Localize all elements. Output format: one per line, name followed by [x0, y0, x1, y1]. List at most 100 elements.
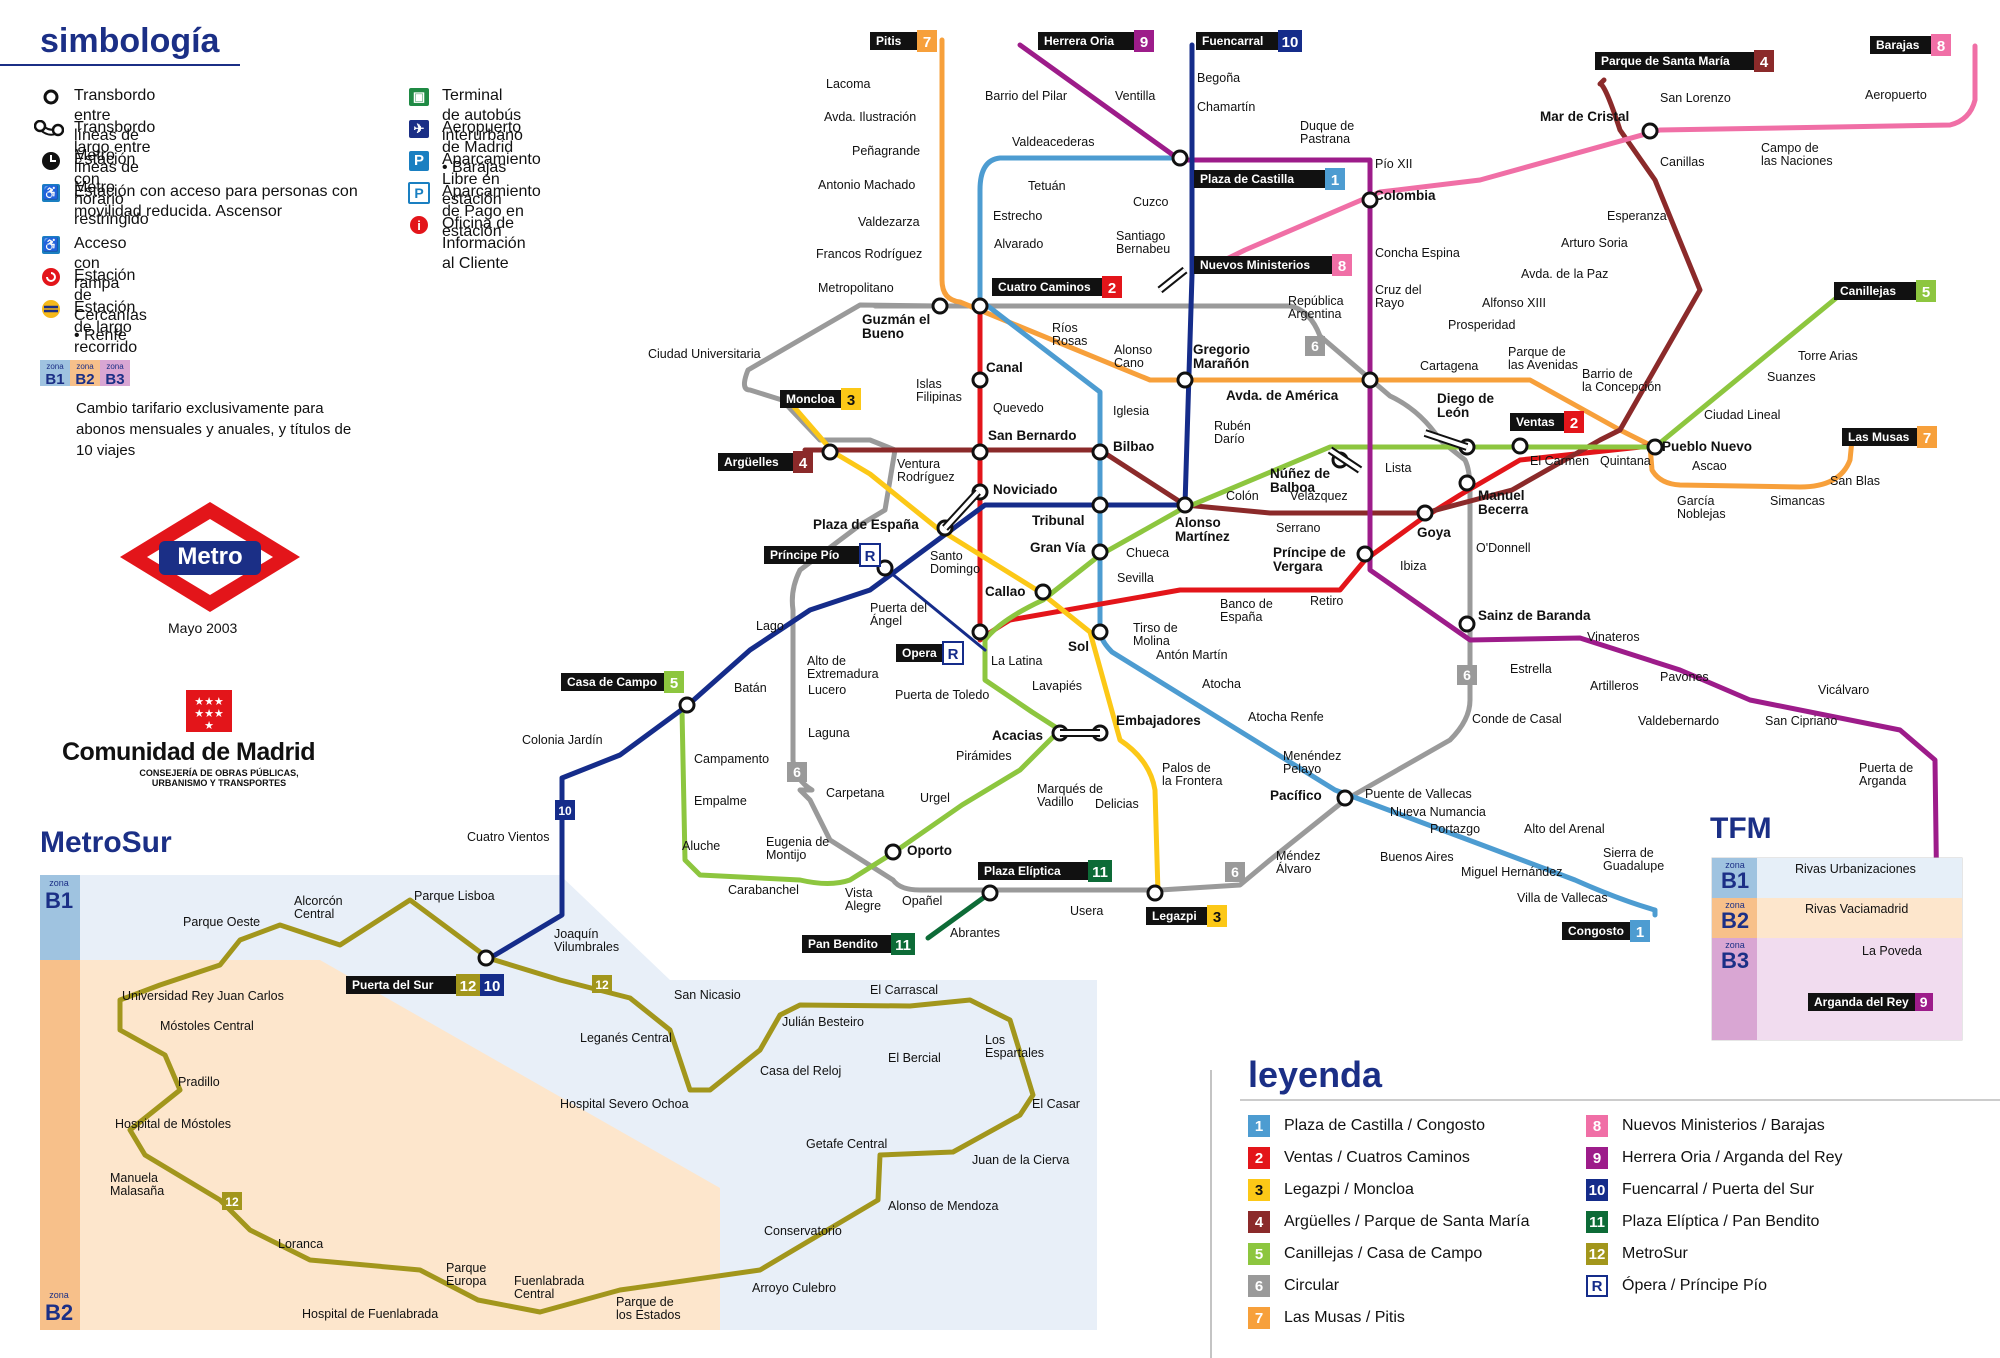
station-label[interactable]: Aluche: [682, 839, 720, 853]
station-label[interactable]: Francos Rodríguez: [816, 247, 922, 261]
metrosur-station-label[interactable]: Hospital Severo Ochoa: [560, 1097, 689, 1111]
station-label[interactable]: Iglesia: [1113, 404, 1149, 418]
station-label[interactable]: Quevedo: [993, 401, 1044, 415]
station-label[interactable]: Delicias: [1095, 797, 1139, 811]
station-label[interactable]: Arturo Soria: [1561, 236, 1628, 250]
station-sol[interactable]: [1091, 623, 1109, 641]
station-legazpi[interactable]: [1146, 884, 1164, 902]
station-label[interactable]: Aeropuerto: [1865, 88, 1927, 102]
station-principe-pio[interactable]: [876, 559, 894, 577]
station-puerta-del-sur[interactable]: [477, 949, 495, 967]
station-label[interactable]: Antonio Machado: [818, 178, 915, 192]
station-label[interactable]: Torre Arias: [1798, 349, 1858, 363]
station-label[interactable]: Quintana: [1600, 454, 1651, 468]
station-san-bernardo[interactable]: [971, 443, 989, 461]
station-label[interactable]: Colonia Jardín: [522, 733, 603, 747]
station-label[interactable]: Carabanchel: [728, 883, 799, 897]
metrosur-station-label[interactable]: Casa del Reloj: [760, 1064, 841, 1078]
station-label[interactable]: San Lorenzo: [1660, 91, 1731, 105]
station-label[interactable]: Pacífico: [1270, 788, 1322, 803]
station-label[interactable]: Goya: [1417, 525, 1451, 540]
metrosur-station-label[interactable]: Móstoles Central: [160, 1019, 254, 1033]
metrosur-station-label[interactable]: Juan de la Cierva: [972, 1153, 1069, 1167]
station-label[interactable]: Abrantes: [950, 926, 1000, 940]
station-label[interactable]: La Latina: [991, 654, 1042, 668]
station-manuel-becerra[interactable]: [1458, 474, 1476, 492]
station-label[interactable]: Lucero: [808, 683, 846, 697]
station-label[interactable]: Metropolitano: [818, 281, 894, 295]
station-canal[interactable]: [971, 371, 989, 389]
station-alonso-martinez[interactable]: [1176, 496, 1194, 514]
metrosur-station-label[interactable]: Loranca: [278, 1237, 323, 1251]
station-label[interactable]: Sevilla: [1117, 571, 1154, 585]
station-label[interactable]: Buenos Aires: [1380, 850, 1454, 864]
station-label[interactable]: Mar de Cristal: [1540, 109, 1629, 124]
station-label[interactable]: Vicálvaro: [1818, 683, 1869, 697]
station-label[interactable]: Acacias: [992, 728, 1043, 743]
station-label[interactable]: Laguna: [808, 726, 850, 740]
station-label[interactable]: Valdebernardo: [1638, 714, 1719, 728]
metrosur-station-label[interactable]: Hospital de Móstoles: [115, 1117, 231, 1131]
station-label[interactable]: Tribunal: [1032, 513, 1085, 528]
station-label[interactable]: Retiro: [1310, 594, 1343, 608]
station-label[interactable]: Artilleros: [1590, 679, 1639, 693]
station-label[interactable]: Colón: [1226, 489, 1259, 503]
station-label[interactable]: Ibiza: [1400, 559, 1426, 573]
metrosur-station-label[interactable]: Leganés Central: [580, 1031, 672, 1045]
station-label[interactable]: Batán: [734, 681, 767, 695]
station-arguelles[interactable]: [821, 443, 839, 461]
station-label[interactable]: Lago: [756, 619, 784, 633]
station-colombia[interactable]: [1361, 191, 1379, 209]
metrosur-station-label[interactable]: Parque Oeste: [183, 915, 260, 929]
station-label[interactable]: Cartagena: [1420, 359, 1478, 373]
station-label[interactable]: Valdezarza: [858, 215, 920, 229]
station-label[interactable]: Sol: [1068, 639, 1089, 654]
station-label[interactable]: Cuatro Vientos: [467, 830, 549, 844]
station-label[interactable]: Ascao: [1692, 459, 1727, 473]
metrosur-station-label[interactable]: Arroyo Culebro: [752, 1281, 836, 1295]
metrosur-station-label[interactable]: Pradillo: [178, 1075, 220, 1089]
station-label[interactable]: Peñagrande: [852, 144, 920, 158]
station-label[interactable]: Portazgo: [1430, 822, 1480, 836]
station-plaza-de-castilla[interactable]: [1171, 149, 1189, 167]
station-label[interactable]: El Carmen: [1530, 454, 1589, 468]
station-cuatro-caminos[interactable]: [971, 297, 989, 315]
metrosur-station-label[interactable]: Conservatorio: [764, 1224, 842, 1238]
station-label[interactable]: Plaza de España: [813, 517, 919, 532]
station-pacifico[interactable]: [1336, 789, 1354, 807]
metrosur-station-label[interactable]: El Carrascal: [870, 983, 938, 997]
station-opera[interactable]: [971, 623, 989, 641]
station-principe-de-vergara[interactable]: [1356, 545, 1374, 563]
station-label[interactable]: Atocha: [1202, 677, 1241, 691]
station-label[interactable]: Antón Martín: [1156, 648, 1228, 662]
station-label[interactable]: Lacoma: [826, 77, 871, 91]
station-label[interactable]: Miguel Hernández: [1461, 865, 1562, 879]
station-callao[interactable]: [1034, 583, 1052, 601]
station-label[interactable]: Avda. de la Paz: [1521, 267, 1608, 281]
metrosur-station-label[interactable]: El Bercial: [888, 1051, 941, 1065]
station-label[interactable]: Begoña: [1197, 71, 1240, 85]
